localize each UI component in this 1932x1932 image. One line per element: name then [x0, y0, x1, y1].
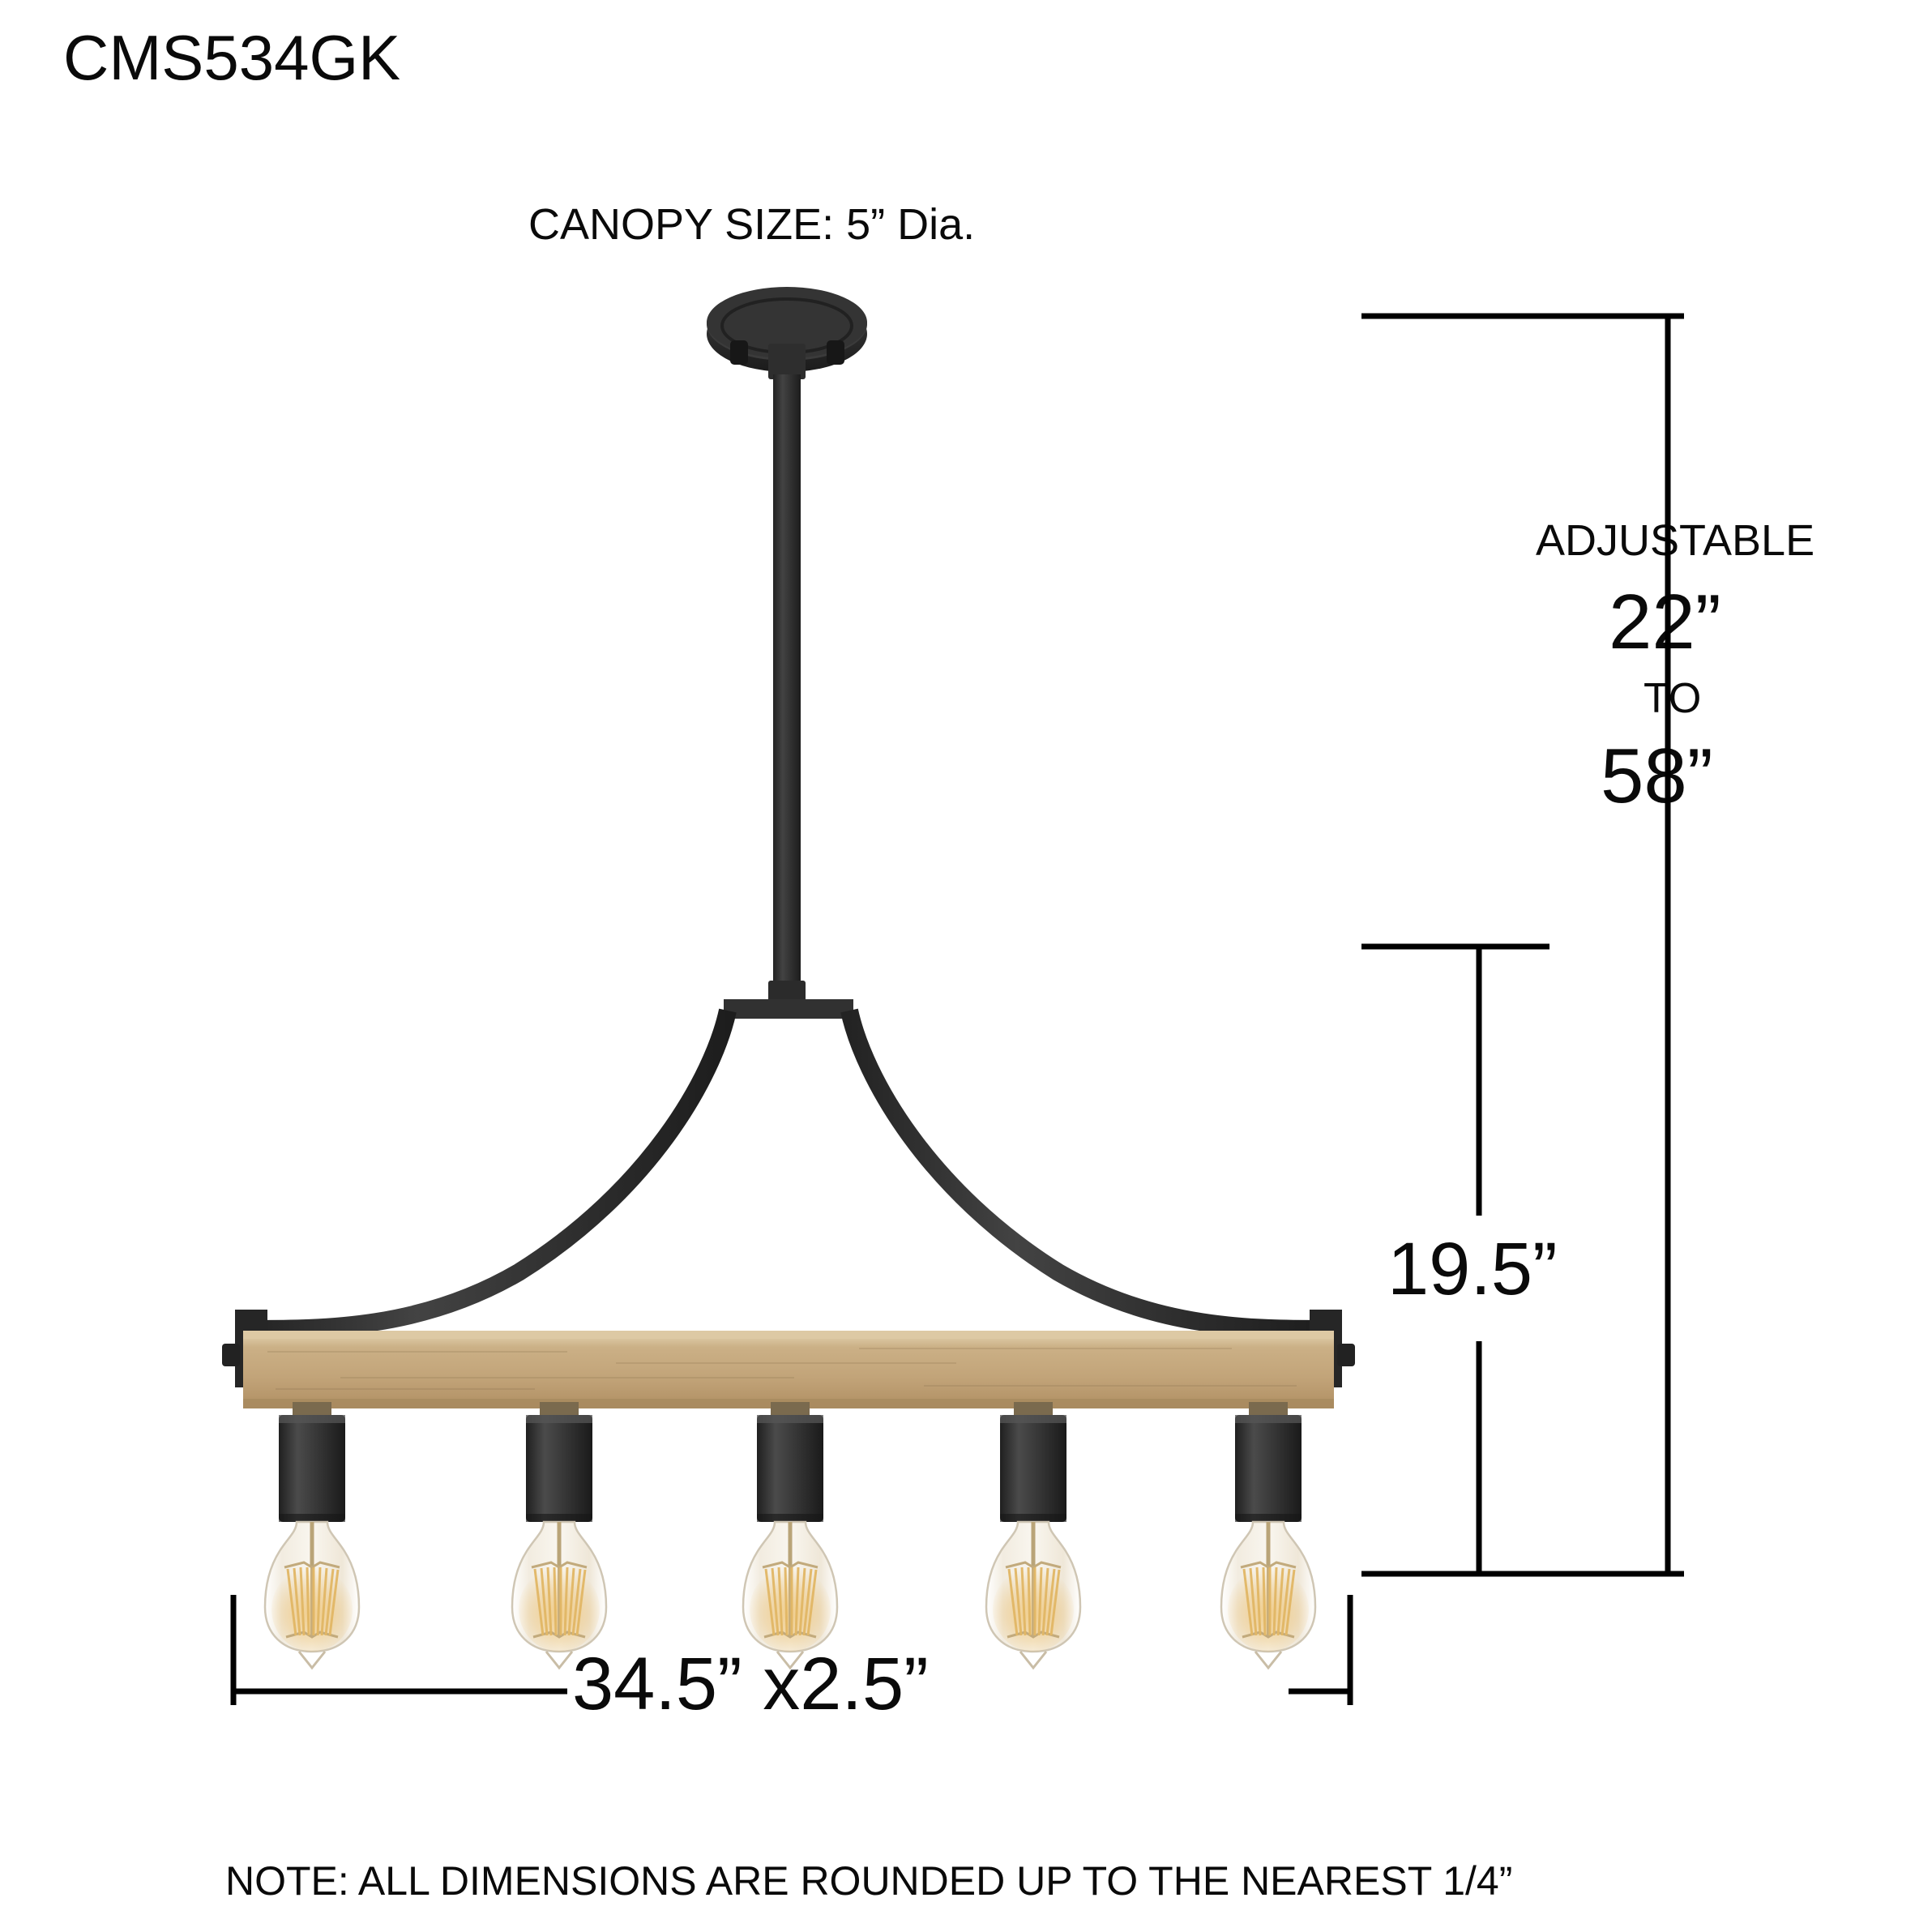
bulb-assembly-4	[986, 1402, 1080, 1668]
adjustable-min-value: 22”	[1609, 579, 1721, 665]
width-dimension-line	[230, 1595, 1353, 1705]
adjustable-dimension-line	[1361, 313, 1684, 1574]
bulb-assembly-1	[265, 1402, 359, 1668]
height-dimension-label: 19.5”	[1387, 1228, 1558, 1310]
canopy-size-label: CANOPY SIZE: 5” Dia.	[528, 200, 976, 249]
fixture-drawing	[222, 287, 1355, 1668]
rounding-note: NOTE: ALL DIMENSIONS ARE ROUNDED UP TO T…	[225, 1858, 1513, 1904]
adjustable-to-label: TO	[1643, 675, 1702, 722]
bulb-assembly-2	[512, 1402, 606, 1668]
canopy-disc	[707, 287, 867, 372]
bulb-assembly-3	[743, 1402, 837, 1668]
page-title: CMS534GK	[63, 22, 401, 93]
down-stem	[768, 344, 806, 1008]
wood-beam	[243, 1331, 1334, 1408]
bulb-assembly-5	[1221, 1402, 1315, 1668]
width-dimension-label: 34.5” x2.5”	[572, 1643, 929, 1725]
curved-yoke-arms	[249, 999, 1328, 1338]
height-dimension-line	[1361, 943, 1549, 1574]
adjustable-max-value: 58”	[1601, 733, 1713, 819]
adjustable-label: ADJUSTABLE	[1536, 516, 1815, 565]
